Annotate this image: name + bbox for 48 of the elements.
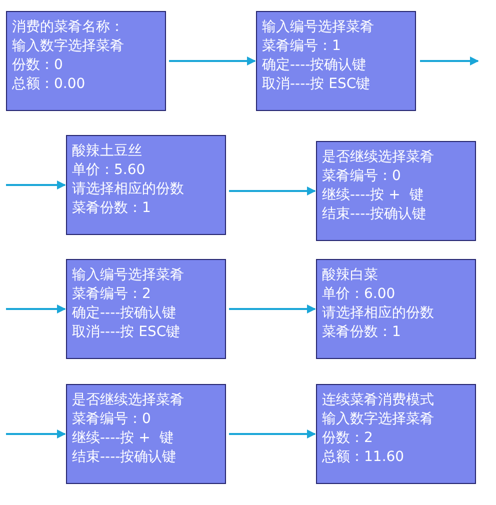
screen-text: 单价：6.00 [322,285,396,304]
lcd-screen-box [66,384,226,484]
arrow [420,56,479,66]
screen-text: 连续菜肴消费模式 [322,391,434,410]
screen-text: 菜肴编号：1 [262,37,341,56]
screen-text: 份数：2 [322,429,373,448]
screen-text: 酸辣白菜 [322,266,378,285]
screen-text: 结束----按确认键 [72,448,176,467]
screen-text: 请选择相应的份数 [322,304,434,323]
screen-text: 菜肴份数：1 [72,199,151,218]
lcd-screen-box [66,259,226,359]
screen-text: 酸辣土豆丝 [72,142,142,161]
screen-text: 份数：0 [12,56,63,75]
arrow [169,56,256,66]
arrow [6,304,66,314]
screen-text: 继续----按 + 键 [322,186,424,205]
screen-text: 输入数字选择菜肴 [322,410,434,429]
screen-text: 确定----按确认键 [262,56,366,75]
screen-text: 输入编号选择菜肴 [72,266,184,285]
lcd-screen-box [316,259,476,359]
arrow [229,430,316,438]
screen-text: 取消----按 ESC键 [262,75,370,94]
screen-text: 菜肴编号：0 [72,410,151,429]
screen-text: 菜肴份数：1 [322,323,401,342]
lcd-screen-box [6,11,166,111]
screen-text: 输入数字选择菜肴 [12,37,124,56]
screen-text: 是否继续选择菜肴 [322,148,434,167]
arrow [6,430,66,438]
arrow [229,304,316,314]
lcd-screen-box [316,141,476,241]
screen-text: 结束----按确认键 [322,205,426,224]
screen-text: 输入编号选择菜肴 [262,18,374,37]
screen-text: 总额：0.00 [12,75,86,94]
screen-text: 菜肴编号：2 [72,285,151,304]
lcd-screen-box [256,11,416,111]
screen-text: 是否继续选择菜肴 [72,391,184,410]
screen-text: 总额：11.60 [322,448,404,467]
screen-text: 消费的菜肴名称： [12,18,124,37]
lcd-screen-box [66,135,226,235]
arrow [6,180,66,190]
screen-text: 菜肴编号：0 [322,167,401,186]
arrow [229,186,316,196]
screen-text: 请选择相应的份数 [72,180,184,199]
screen-text: 继续----按 + 键 [72,429,174,448]
screen-text: 确定----按确认键 [72,304,176,323]
lcd-screen-box [316,384,476,484]
screen-text: 单价：5.60 [72,161,146,180]
screen-text: 取消----按 ESC键 [72,323,180,342]
